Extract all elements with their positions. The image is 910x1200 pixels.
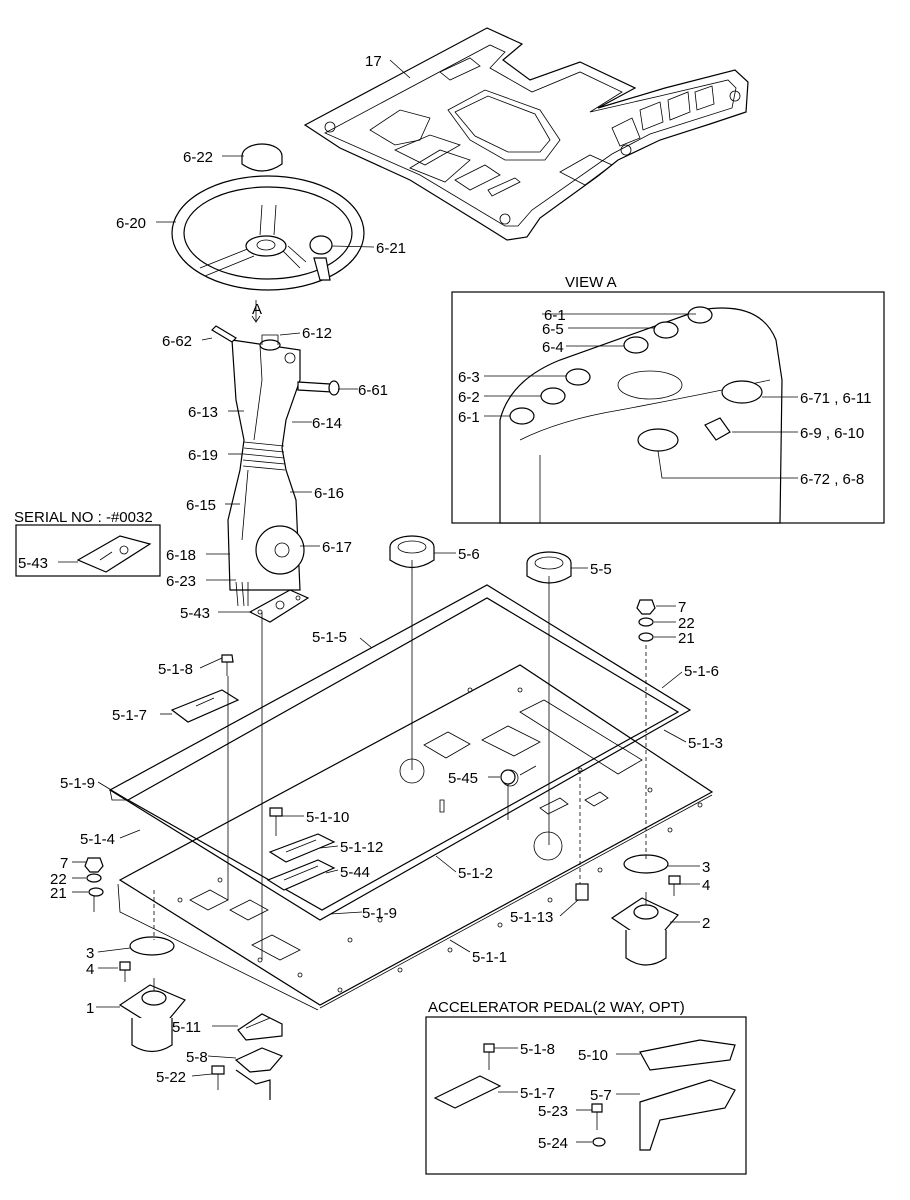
view-a-header: VIEW A <box>565 274 617 291</box>
callout-5-43: 5-43 <box>180 605 210 622</box>
callout-22-left: 22 <box>50 871 67 888</box>
callout-7-left: 7 <box>60 855 68 872</box>
leader-lines <box>58 59 798 1143</box>
part-labels: A 17 6-22 6-20 6-21 6-62 6-12 6-61 6-13 … <box>18 53 871 1152</box>
mounting-plate-part <box>248 589 310 623</box>
view-arrow-label: A <box>252 301 262 318</box>
serial-number-inset: SERIAL NO : -#0032 <box>14 509 161 577</box>
view-callout-6-72: 6-72 , 6-8 <box>800 471 864 488</box>
accelerator-pedal-inset: ACCELERATOR PEDAL(2 WAY, OPT) <box>425 999 747 1175</box>
callout-5-1-6: 5-1-6 <box>684 663 719 680</box>
callout-21-left: 21 <box>50 885 67 902</box>
view-callout-6-3: 6-3 <box>458 369 480 386</box>
floor-plate-part <box>117 664 714 1011</box>
callout-6-22: 6-22 <box>183 149 213 166</box>
callout-5-43-serial: 5-43 <box>18 555 48 572</box>
callout-1: 1 <box>86 1000 94 1017</box>
accel-callout-5-1-8: 5-1-8 <box>520 1041 555 1058</box>
callout-5-1-3: 5-1-3 <box>688 735 723 752</box>
callout-3-left: 3 <box>86 945 94 962</box>
callout-5-1-13: 5-1-13 <box>510 909 553 926</box>
callout-5-1-9-right: 5-1-9 <box>362 905 397 922</box>
callout-6-16: 6-16 <box>314 485 344 502</box>
callout-6-19: 6-19 <box>188 447 218 464</box>
accel-callout-5-10: 5-10 <box>578 1047 608 1064</box>
callout-5-1-1: 5-1-1 <box>472 949 507 966</box>
callout-5-1-2: 5-1-2 <box>458 865 493 882</box>
accel-callout-5-24: 5-24 <box>538 1135 568 1152</box>
callout-5-1-4: 5-1-4 <box>80 831 115 848</box>
callout-6-18: 6-18 <box>166 547 196 564</box>
accel-callout-5-1-7: 5-1-7 <box>520 1085 555 1102</box>
hardware-part <box>84 599 681 1090</box>
callout-5-1-8: 5-1-8 <box>158 661 193 678</box>
callout-6-20: 6-20 <box>116 215 146 232</box>
callout-6-62: 6-62 <box>162 333 192 350</box>
view-callout-6-2: 6-2 <box>458 389 480 406</box>
view-callout-6-5: 6-5 <box>542 321 564 338</box>
view-callout-6-1-top: 6-1 <box>544 307 566 324</box>
accel-callout-5-7: 5-7 <box>590 1087 612 1104</box>
callout-6-61: 6-61 <box>358 382 388 399</box>
callout-5-8: 5-8 <box>186 1049 208 1066</box>
callout-5-6: 5-6 <box>458 546 480 563</box>
small-plates-part <box>170 689 336 891</box>
steering-wheel-part <box>171 143 365 291</box>
callout-6-14: 6-14 <box>312 415 342 432</box>
callout-5-1-12: 5-1-12 <box>340 839 383 856</box>
callout-5-1-9-left: 5-1-9 <box>60 775 95 792</box>
callout-5-1-5: 5-1-5 <box>312 629 347 646</box>
accelerator-pedal-header: ACCELERATOR PEDAL(2 WAY, OPT) <box>428 999 685 1016</box>
view-callout-6-71: 6-71 , 6-11 <box>800 390 871 407</box>
callout-6-12: 6-12 <box>302 325 332 342</box>
pedal-part <box>234 1013 284 1100</box>
callout-21-right: 21 <box>678 630 695 647</box>
callout-5-1-10: 5-1-10 <box>306 809 349 826</box>
callout-5-44: 5-44 <box>340 864 370 881</box>
callout-6-15: 6-15 <box>186 497 216 514</box>
floor-mat-frame-part <box>108 584 692 921</box>
callout-6-23: 6-23 <box>166 573 196 590</box>
callout-3-right: 3 <box>702 859 710 876</box>
callout-2: 2 <box>702 915 710 932</box>
callout-5-22: 5-22 <box>156 1069 186 1086</box>
view-callout-6-9: 6-9 , 6-10 <box>800 425 864 442</box>
cushion-mounts-part <box>118 892 679 1053</box>
view-a-inset: VIEW A <box>451 274 885 524</box>
callout-4-right: 4 <box>702 877 710 894</box>
callout-6-21: 6-21 <box>376 240 406 257</box>
callout-5-5: 5-5 <box>590 561 612 578</box>
callout-7-right: 7 <box>678 599 686 616</box>
assembly-lines <box>93 560 647 960</box>
callout-6-13: 6-13 <box>188 404 218 421</box>
callout-5-1-7: 5-1-7 <box>112 707 147 724</box>
accel-callout-5-23: 5-23 <box>538 1103 568 1120</box>
callout-22-right: 22 <box>678 615 695 632</box>
floor-mat-part <box>303 27 749 241</box>
steering-column-part <box>211 300 340 607</box>
view-callout-6-4: 6-4 <box>542 339 564 356</box>
callout-17: 17 <box>365 53 382 70</box>
serial-number-header: SERIAL NO : -#0032 <box>14 509 153 526</box>
callout-5-11: 5-11 <box>172 1019 201 1036</box>
callout-4-left: 4 <box>86 961 94 978</box>
callout-6-17: 6-17 <box>322 539 352 556</box>
callout-5-45: 5-45 <box>448 770 478 787</box>
view-callout-6-1-bottom: 6-1 <box>458 409 480 426</box>
